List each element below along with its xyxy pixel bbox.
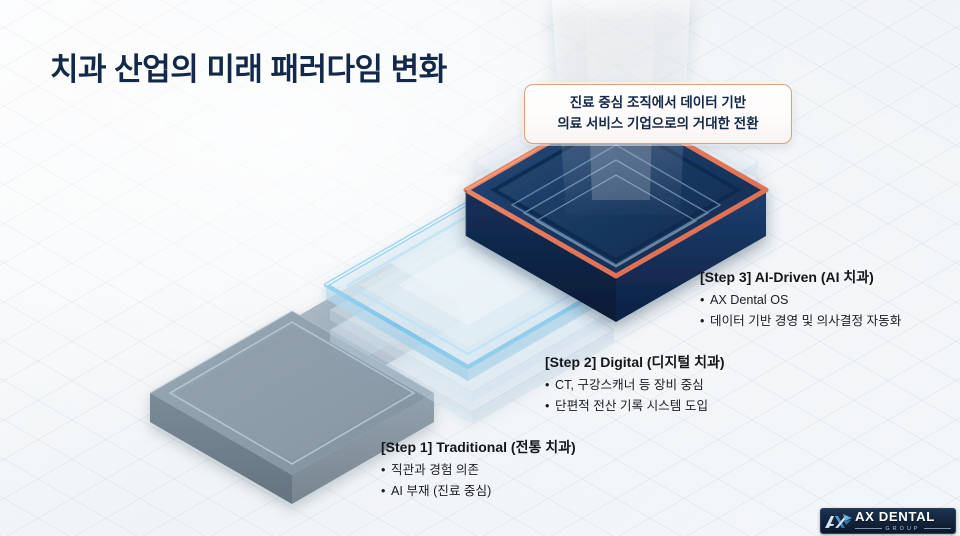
bullet-glyph: • xyxy=(545,378,550,393)
layer-step2-digital xyxy=(323,200,687,424)
logo-rule-left xyxy=(855,528,883,530)
step1-bullet-2-text: AI 부재 (진료 중심) xyxy=(391,483,492,498)
ax-monogram-icon xyxy=(821,509,855,533)
step1-bullet-2: • AI 부재 (진료 중심) xyxy=(381,481,576,501)
step3-bullet-2-text: 데이터 기반 경영 및 의사결정 자동화 xyxy=(710,313,902,328)
step3-bullet-1: • AX Dental OS xyxy=(700,290,901,310)
step2-heading: [Step 2] Digital (디지털 치과) xyxy=(545,354,725,370)
step3-heading: [Step 3] AI-Driven (AI 치과) xyxy=(700,269,874,285)
step1-bullet-1-text: 직관과 경험 의존 xyxy=(391,463,480,478)
logo-text-wrap: AX DENTAL GROUP xyxy=(855,510,955,532)
step2-text-block: [Step 2] Digital (디지털 치과) • CT, 구강스캐너 등 장… xyxy=(545,353,725,416)
logo-subtitle-row: GROUP xyxy=(855,526,951,532)
step2-bullet-1-text: CT, 구강스캐너 등 장비 중심 xyxy=(555,378,704,393)
callout-line-1: 진료 중심 조직에서 데이터 기반 xyxy=(569,95,747,111)
bullet-glyph: • xyxy=(545,398,550,413)
callout-line-2: 의료 서비스 기업으로의 거대한 전환 xyxy=(557,116,759,131)
step1-text-block: [Step 1] Traditional (전통 치과) • 직관과 경험 의존 … xyxy=(381,438,576,501)
bullet-glyph: • xyxy=(381,463,386,478)
page-title: 치과 산업의 미래 패러다임 변화 xyxy=(50,52,447,87)
logo-subtitle: GROUP xyxy=(885,525,921,532)
bullet-glyph: • xyxy=(700,293,705,308)
step2-bullet-2-text: 단편적 전산 기록 시스템 도입 xyxy=(555,398,709,413)
step2-bullets: • CT, 구강스캐너 등 장비 중심 • 단편적 전산 기록 시스템 도입 xyxy=(545,375,725,416)
step3-bullet-1-text: AX Dental OS xyxy=(710,293,789,308)
bullet-glyph: • xyxy=(700,313,705,328)
bullet-glyph: • xyxy=(381,483,386,498)
ax-dental-group-logo: AX DENTAL GROUP xyxy=(820,508,956,534)
step2-bullet-1: • CT, 구강스캐너 등 장비 중심 xyxy=(545,375,725,395)
layer-step3-ai-driven xyxy=(463,0,769,322)
step3-bullet-2: • 데이터 기반 경영 및 의사결정 자동화 xyxy=(700,311,901,331)
step3-bullets: • AX Dental OS • 데이터 기반 경영 및 의사결정 자동화 xyxy=(700,290,901,331)
step3-text-block: [Step 3] AI-Driven (AI 치과) • AX Dental OS… xyxy=(700,268,901,331)
logo-wordmark: AX DENTAL xyxy=(855,509,935,525)
step1-heading: [Step 1] Traditional (전통 치과) xyxy=(381,439,576,455)
callout-box: 진료 중심 조직에서 데이터 기반 의료 서비스 기업으로의 거대한 전환 xyxy=(524,84,792,144)
step2-bullet-2: • 단편적 전산 기록 시스템 도입 xyxy=(545,396,725,416)
step1-bullets: • 직관과 경험 의존 • AI 부재 (진료 중심) xyxy=(381,460,576,501)
step1-bullet-1: • 직관과 경험 의존 xyxy=(381,460,576,480)
logo-rule-right xyxy=(923,528,951,530)
